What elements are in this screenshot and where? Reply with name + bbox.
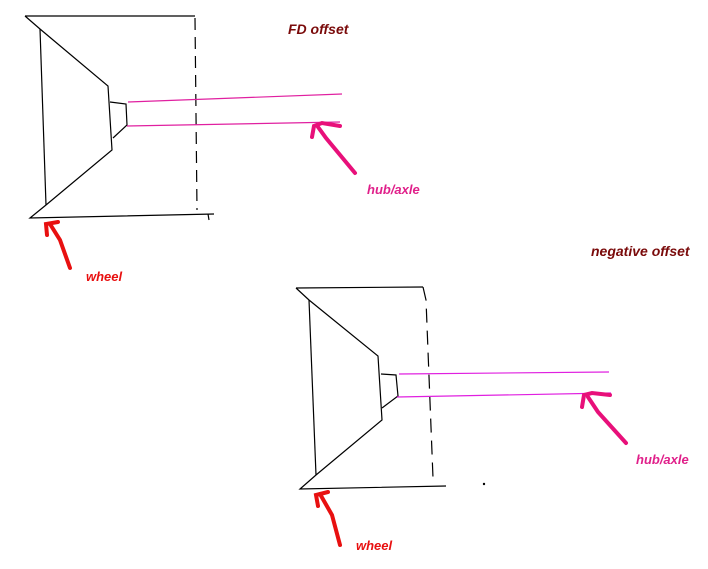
negative-offset-hub-axle — [396, 371, 612, 398]
fd-hub-label: hub/axle — [367, 182, 420, 197]
fd-wheel-arrow — [43, 220, 72, 270]
negative-offset-title: negative offset — [591, 243, 690, 259]
negative-offset-wheel — [295, 286, 486, 490]
fd-offset-wheel — [24, 15, 215, 221]
negative-wheel-arrow — [313, 490, 342, 547]
negative-hub-label: hub/axle — [636, 452, 689, 467]
negative-hub-arrow — [580, 390, 628, 445]
fd-offset-title: FD offset — [288, 21, 349, 37]
negative-wheel-label: wheel — [356, 538, 393, 553]
fd-offset-hub-axle — [126, 93, 343, 127]
fd-hub-arrow — [310, 120, 357, 175]
fd-wheel-label: wheel — [86, 269, 123, 284]
